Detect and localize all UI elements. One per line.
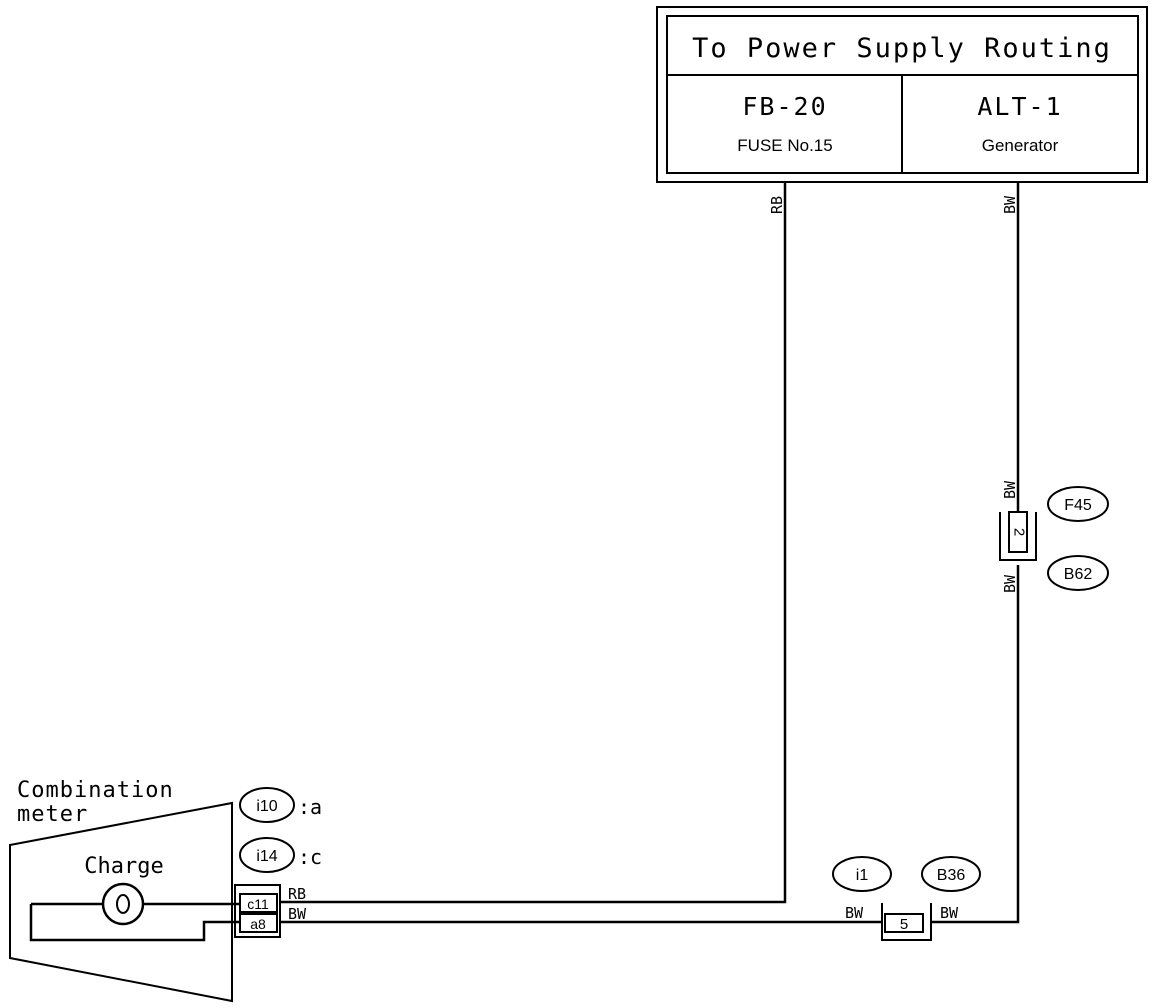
- connector-i1-badge: [832, 856, 892, 892]
- connector-b36-label: B36: [937, 867, 966, 884]
- connector-i14-badge: [239, 837, 295, 873]
- connector-i14-suffix: :c: [298, 845, 322, 869]
- bw-wire-label-top: BW: [1001, 195, 1019, 214]
- fuse-label: FUSE No.15: [737, 136, 832, 155]
- connector-i10-badge: [239, 787, 295, 823]
- connector-f45-housing: [999, 512, 1037, 561]
- connector-i10-suffix: :a: [298, 795, 322, 819]
- connector-i1-pin-box: [884, 913, 924, 933]
- meter-title-line2: meter: [17, 802, 88, 827]
- connector-i10-label: i10: [256, 798, 277, 815]
- meter-pin-a8-box: [239, 913, 278, 933]
- connector-f45-label: F45: [1064, 497, 1092, 514]
- combination-meter: Combination meter Charge c11 a8 i10 :a i…: [9, 778, 322, 1003]
- rb-wire: RB RB: [280, 182, 787, 904]
- charge-lamp-label: Charge: [84, 854, 163, 879]
- connector-f45-b62: 2 F45 B62: [999, 486, 1109, 591]
- meter-connector-housing: [234, 884, 281, 938]
- connector-i1-pin: 5: [900, 916, 908, 933]
- charge-lamp-icon: [101, 882, 145, 926]
- meter-pin-c11-box: [239, 893, 278, 913]
- charge-lamp-filament: [116, 894, 130, 914]
- bw-wire-label-f45: BW: [1001, 480, 1019, 499]
- meter-title-line1: Combination: [17, 778, 174, 803]
- connector-i1-housing: [881, 903, 932, 941]
- meter-internal-ground-path: [29, 904, 240, 942]
- rb-wire-label-top: RB: [768, 196, 786, 214]
- rb-wire-label-meter: RB: [288, 885, 306, 903]
- connector-f45-badge: [1047, 486, 1109, 522]
- generator-code: ALT-1: [977, 92, 1062, 121]
- connector-b36-badge: [921, 856, 981, 892]
- outer-frame: [656, 6, 1148, 183]
- box-title: To Power Supply Routing: [692, 33, 1112, 64]
- meter-pin-c11: c11: [247, 896, 269, 912]
- connector-i1-label: i1: [856, 867, 869, 884]
- connector-f45-pin: 2: [1011, 528, 1028, 536]
- rb-wire-path: [280, 182, 787, 904]
- meter-housing: [9, 801, 233, 1003]
- bw-wire-right: [931, 565, 1020, 924]
- connector-b62-badge: [1047, 555, 1109, 591]
- generator-label: Generator: [982, 136, 1059, 155]
- bw-wire-label-b62: BW: [1001, 574, 1019, 593]
- connector-i14-label: i14: [256, 848, 277, 865]
- meter-pin-a8: a8: [250, 916, 266, 932]
- bw-wire-label-b36: BW: [940, 904, 959, 922]
- power-supply-box: To Power Supply Routing FB-20 FUSE No.15…: [656, 6, 1148, 183]
- connector-b62-label: B62: [1064, 566, 1093, 583]
- connector-i1-b36: 5 i1 B36: [832, 856, 981, 941]
- bw-wire-label-i1: BW: [845, 904, 864, 922]
- connector-f45-pin-box: [1008, 511, 1028, 553]
- bw-wire: BW BW BW BW BW BW: [280, 182, 1020, 924]
- fuse-code: FB-20: [742, 92, 827, 121]
- bw-wire-label-meter: BW: [288, 905, 307, 923]
